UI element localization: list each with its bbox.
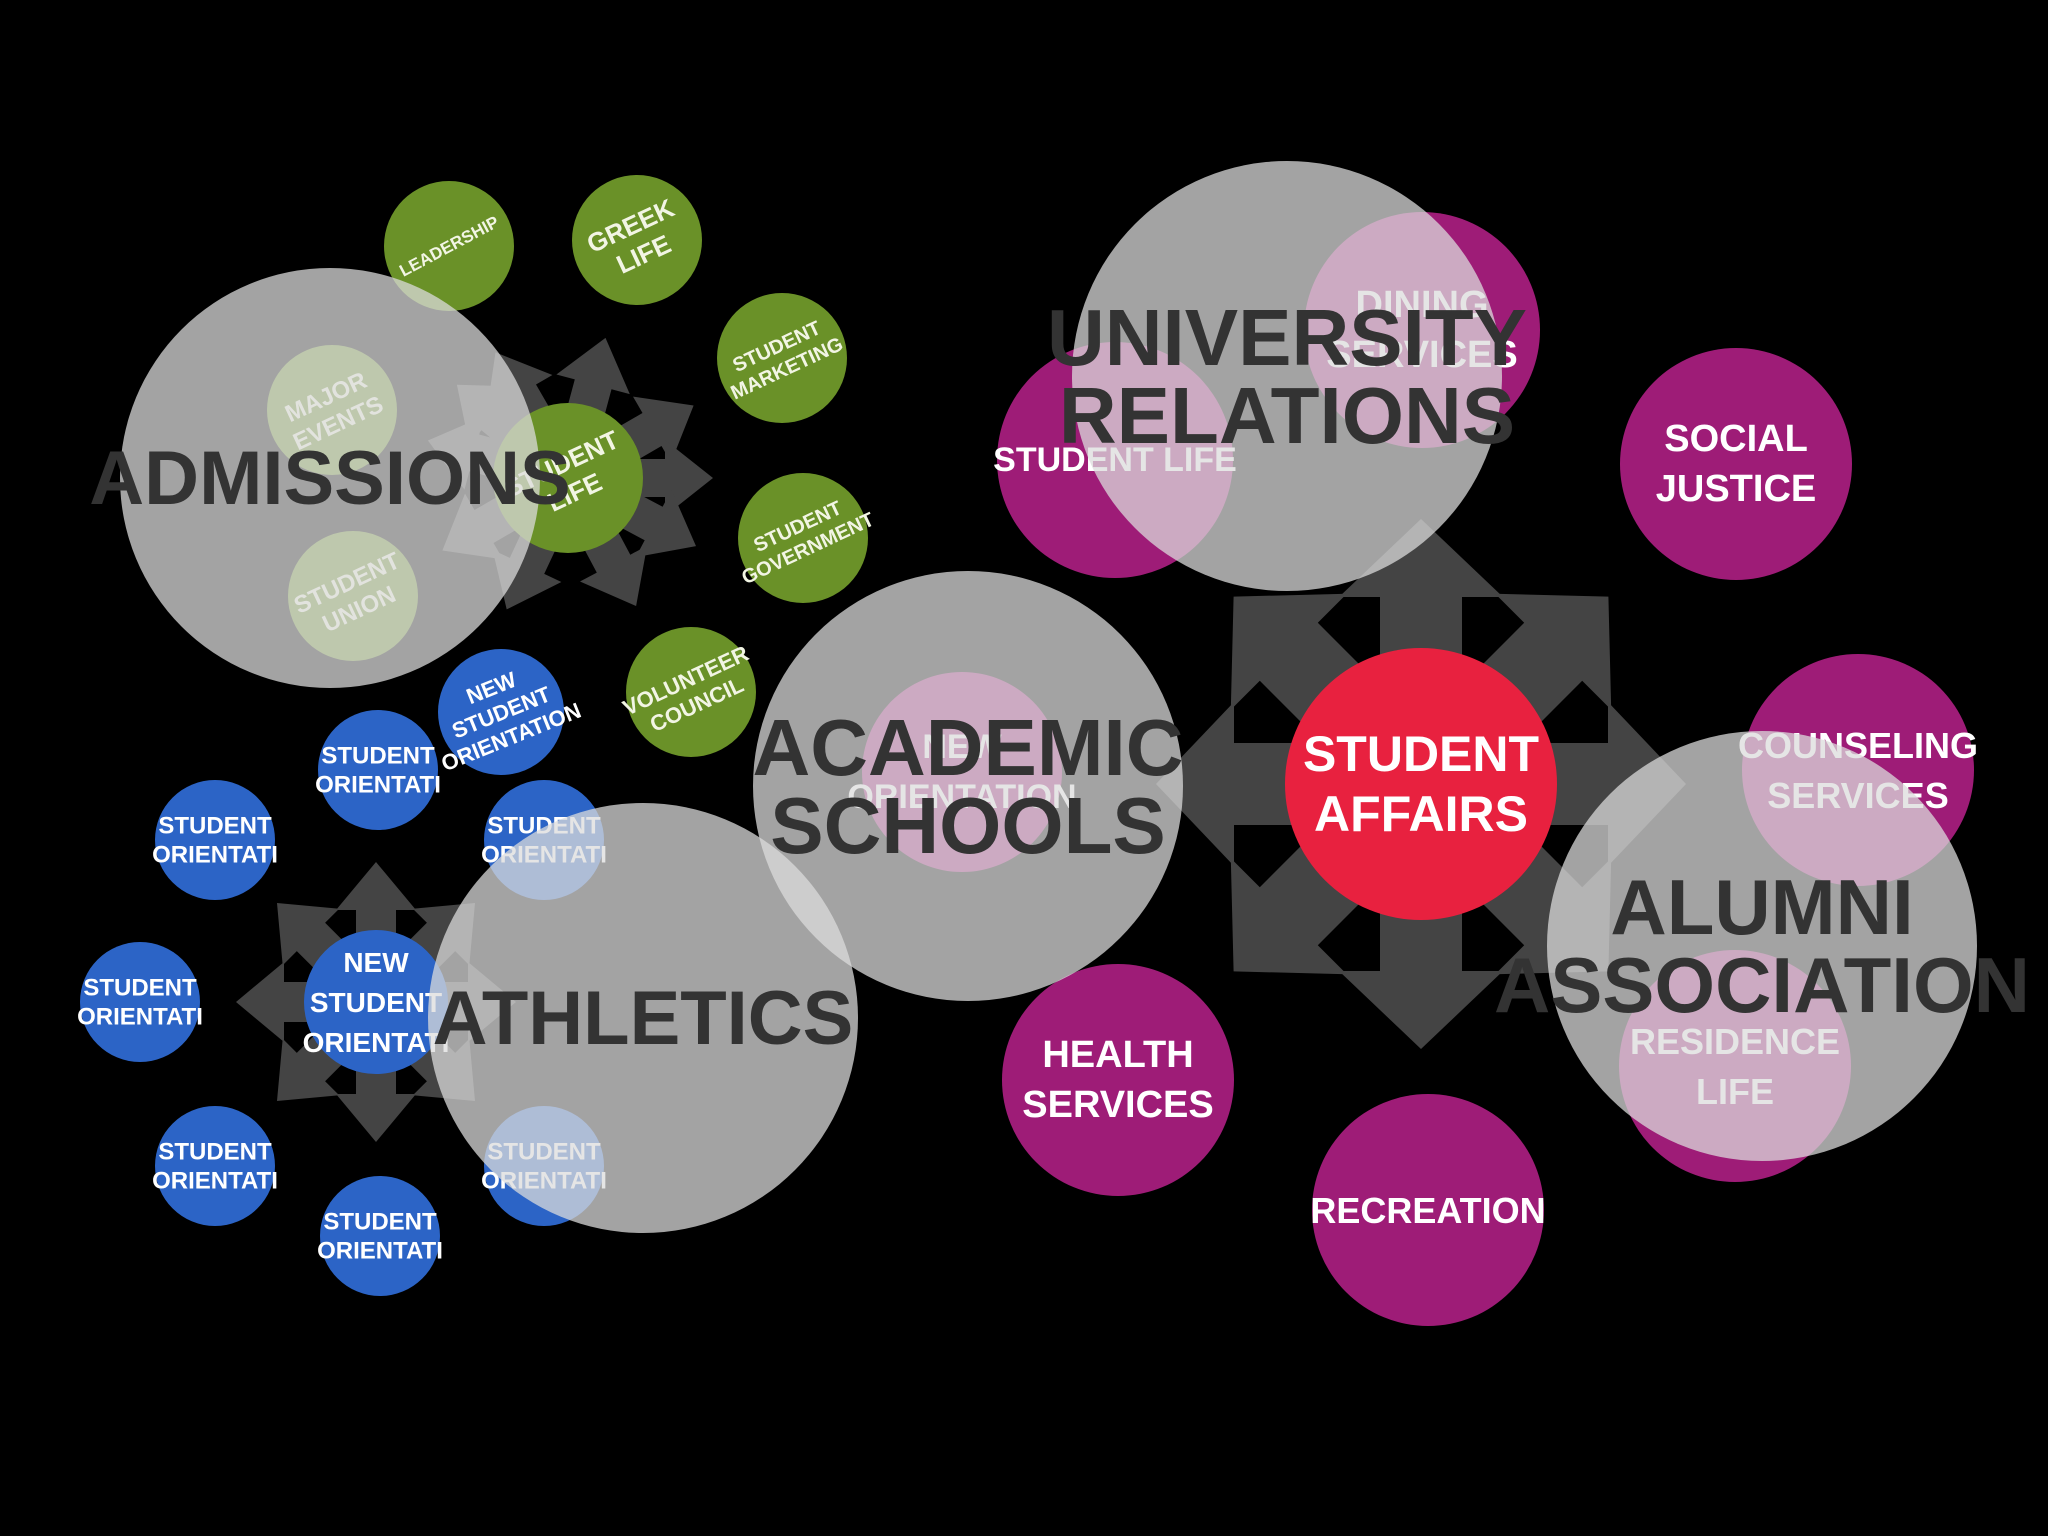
orientation-center-node-circle bbox=[304, 930, 448, 1074]
orientation-node-top-circle bbox=[318, 710, 438, 830]
student-life-arrow-3 bbox=[628, 440, 713, 516]
recreation-node-label: RECREATION bbox=[1310, 1190, 1545, 1231]
student-affairs-arrow-7 bbox=[1156, 702, 1311, 866]
admissions-bubble-label: ADMISSIONS bbox=[89, 436, 570, 521]
leadership-node-circle bbox=[384, 181, 514, 311]
admissions-bubble: ADMISSIONS bbox=[89, 268, 571, 688]
new-student-orientation-blue-node-circle bbox=[438, 649, 564, 775]
orientation-arrow-4 bbox=[336, 1057, 416, 1142]
alumni-association-bubble-circle bbox=[1547, 731, 1977, 1161]
orientation-node-left-circle bbox=[80, 942, 200, 1062]
orientation-node-upper-left-circle bbox=[155, 780, 275, 900]
recreation-node-circle bbox=[1312, 1094, 1544, 1326]
university-relations-bubble-circle bbox=[1072, 161, 1502, 591]
student-affairs-arrow-1 bbox=[1339, 519, 1503, 674]
student-affairs-arrow-3 bbox=[1531, 702, 1686, 866]
athletics-bubble: ATHLETICS bbox=[428, 803, 858, 1233]
academic-schools-bubble-circle bbox=[753, 571, 1183, 1001]
student-government-node: STUDENTGOVERNMENT bbox=[738, 473, 878, 603]
orientation-node-lower-left-circle bbox=[155, 1106, 275, 1226]
orientation-node-bottom-circle bbox=[320, 1176, 440, 1296]
new-student-orientation-blue-node: NEWSTUDENTORIENTATION bbox=[437, 649, 584, 776]
athletics-bubble-label: ATHLETICS bbox=[433, 976, 854, 1061]
admissions-bubble-circle bbox=[120, 268, 540, 688]
student-marketing-node-circle bbox=[717, 293, 847, 423]
leadership-node: LEADERSHIP bbox=[384, 181, 514, 311]
student-marketing-node: STUDENTMARKETING bbox=[717, 293, 847, 423]
social-justice-node-circle bbox=[1620, 348, 1852, 580]
athletics-bubble-circle bbox=[428, 803, 858, 1233]
student-government-node-circle bbox=[738, 473, 868, 603]
student-affairs-core-node-circle bbox=[1285, 648, 1557, 920]
orientation-arrow-0 bbox=[336, 862, 416, 947]
health-services-node-circle bbox=[1002, 964, 1234, 1196]
student-life-arrow-1 bbox=[556, 337, 630, 425]
orientation-arrow-6 bbox=[236, 962, 321, 1042]
volunteer-council-node: VOLUNTEERCOUNCIL bbox=[619, 627, 756, 757]
greek-life-node-circle bbox=[572, 175, 702, 305]
greek-life-node: GREEKLIFE bbox=[572, 175, 702, 305]
student-affairs-arrow-5 bbox=[1339, 894, 1503, 1049]
recreation-node: RECREATION bbox=[1310, 1094, 1546, 1326]
volunteer-council-node-circle bbox=[626, 627, 756, 757]
